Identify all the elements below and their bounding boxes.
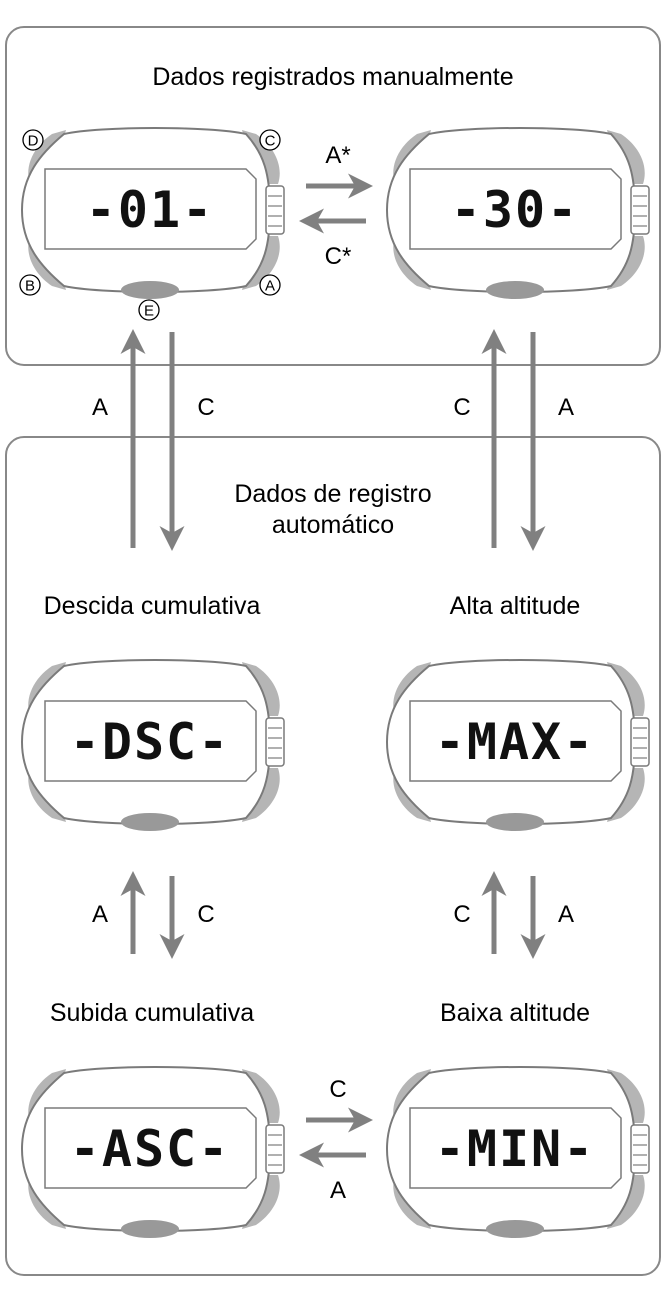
caption-min: Baixa altitude <box>440 999 590 1027</box>
caption-max: Alta altitude <box>450 592 581 620</box>
auto-section-title-line1: Dados de registro <box>234 480 431 508</box>
svg-text:D: D <box>28 133 39 150</box>
svg-text:B: B <box>25 278 35 295</box>
label-left-down: C <box>197 394 214 421</box>
button-d-icon: D <box>22 129 44 151</box>
watch-manual-last: -30- <box>386 127 650 300</box>
manual-section-title: Dados registrados manualmente <box>152 63 513 91</box>
watch-ascent: -ASC- <box>21 1066 285 1239</box>
manual-frame <box>5 26 661 366</box>
watch-descent: -DSC- <box>21 659 285 832</box>
label-manual-right: A* <box>325 142 350 169</box>
lcd-max: -MAX- <box>435 713 596 771</box>
label-right-mid-down: A <box>558 901 574 928</box>
lcd-ascent: -ASC- <box>70 1120 231 1178</box>
auto-frame <box>5 436 661 1276</box>
label-bottom-left: A <box>330 1177 346 1204</box>
auto-section-title-line2: automático <box>272 511 394 539</box>
svg-text:E: E <box>144 303 154 320</box>
lcd-manual-first: -01- <box>86 181 214 239</box>
caption-descent: Descida cumulativa <box>44 592 261 620</box>
label-right-up: C <box>453 394 470 421</box>
lcd-manual-last: -30- <box>451 181 579 239</box>
svg-text:C: C <box>265 133 276 150</box>
label-left-mid-up: A <box>92 901 108 928</box>
watch-manual-first: -01- <box>21 127 285 300</box>
caption-ascent: Subida cumulativa <box>50 999 254 1027</box>
lcd-descent: -DSC- <box>70 713 231 771</box>
label-manual-left: C* <box>325 243 352 270</box>
watch-max: -MAX- <box>386 659 650 832</box>
button-a-icon: A <box>259 274 281 296</box>
button-c-icon: C <box>259 129 281 151</box>
button-b-icon: B <box>19 274 41 296</box>
label-left-mid-down: C <box>197 901 214 928</box>
label-left-up: A <box>92 394 108 421</box>
watch-min: -MIN- <box>386 1066 650 1239</box>
lcd-min: -MIN- <box>435 1120 596 1178</box>
label-right-down: A <box>558 394 574 421</box>
label-bottom-right: C <box>329 1076 346 1103</box>
svg-text:A: A <box>265 278 275 295</box>
label-right-mid-up: C <box>453 901 470 928</box>
button-e-icon: E <box>138 299 160 321</box>
